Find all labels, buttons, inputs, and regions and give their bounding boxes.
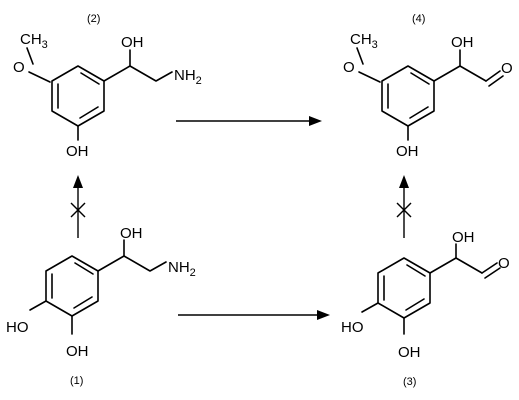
compound-label: (3) xyxy=(403,376,416,388)
block-cross xyxy=(70,202,86,218)
arrow-head xyxy=(399,175,409,188)
carbonyl-bond xyxy=(481,262,498,274)
side-chain-bond xyxy=(97,255,167,272)
ring-double-bond xyxy=(74,262,94,275)
carbonyl-bond xyxy=(488,75,504,87)
carbonyl-bond xyxy=(485,70,501,82)
ether-oxygen-label: O xyxy=(343,59,355,76)
compound-3: OH O HO OH (3) xyxy=(341,229,510,388)
compound-label: (2) xyxy=(87,13,100,25)
arrow-1-to-3 xyxy=(178,310,330,320)
ring-double-bond xyxy=(79,106,99,119)
ring-double-bond xyxy=(410,72,430,85)
blocked-arrow-3-to-4 xyxy=(396,175,412,238)
ring-oh-bond xyxy=(29,300,47,311)
side-chain-bond xyxy=(433,65,487,82)
benzene-ring xyxy=(377,257,431,319)
amine-label: NH2 xyxy=(174,67,202,87)
hydroxyl-label: OH xyxy=(451,34,474,51)
ring-double-bond xyxy=(406,264,426,277)
arrow-head xyxy=(73,175,83,188)
ether-oxygen-label: O xyxy=(13,59,25,76)
compound-2: (2) CH3 O OH NH2 OH xyxy=(13,13,202,160)
methyl-ether-bond xyxy=(26,47,34,65)
side-chain-bond xyxy=(103,65,173,82)
ring-hydroxyl-label-bottom: OH xyxy=(66,343,89,360)
ring-double-bond xyxy=(80,72,100,85)
ring-oh-bond xyxy=(361,302,379,313)
ring-hydroxyl-label: OH xyxy=(66,143,89,160)
methyl-ether-bond xyxy=(356,47,364,65)
ring-double-bond xyxy=(409,106,429,119)
arrow-head xyxy=(317,310,330,320)
compound-4: (4) CH3 O OH O OH xyxy=(343,13,513,160)
carbonyl-oxygen-label: O xyxy=(501,60,513,77)
arrow-2-to-4 xyxy=(176,116,322,126)
hydroxyl-label: OH xyxy=(120,225,143,242)
block-cross xyxy=(396,202,412,218)
hydroxyl-label: OH xyxy=(121,34,144,51)
methyl-label: CH3 xyxy=(20,31,48,51)
compound-label: (1) xyxy=(70,375,83,387)
benzene-ring xyxy=(45,255,99,317)
ring-hydroxyl-label-bottom: OH xyxy=(398,344,421,361)
ether-ring-bond xyxy=(28,71,51,83)
compound-label: (4) xyxy=(412,13,425,25)
hydroxyl-label: OH xyxy=(452,229,475,246)
methyl-label: CH3 xyxy=(350,31,378,51)
ether-ring-bond xyxy=(358,71,381,83)
arrow-head xyxy=(309,116,322,126)
ring-hydroxyl-label: OH xyxy=(396,143,419,160)
benzene-ring xyxy=(51,65,105,127)
ring-double-bond xyxy=(73,296,93,309)
carbonyl-oxygen-label: O xyxy=(498,255,510,272)
compound-1: OH NH2 HO OH (1) xyxy=(6,225,196,387)
side-chain-bond xyxy=(429,257,483,274)
carbonyl-bond xyxy=(484,267,501,279)
benzene-ring xyxy=(381,65,435,127)
amine-label: NH2 xyxy=(168,259,196,279)
ring-double-bond xyxy=(405,298,425,311)
ring-hydroxyl-label-left: HO xyxy=(6,319,29,336)
blocked-arrow-1-to-2 xyxy=(70,175,86,238)
ring-hydroxyl-label-left: HO xyxy=(341,319,364,336)
